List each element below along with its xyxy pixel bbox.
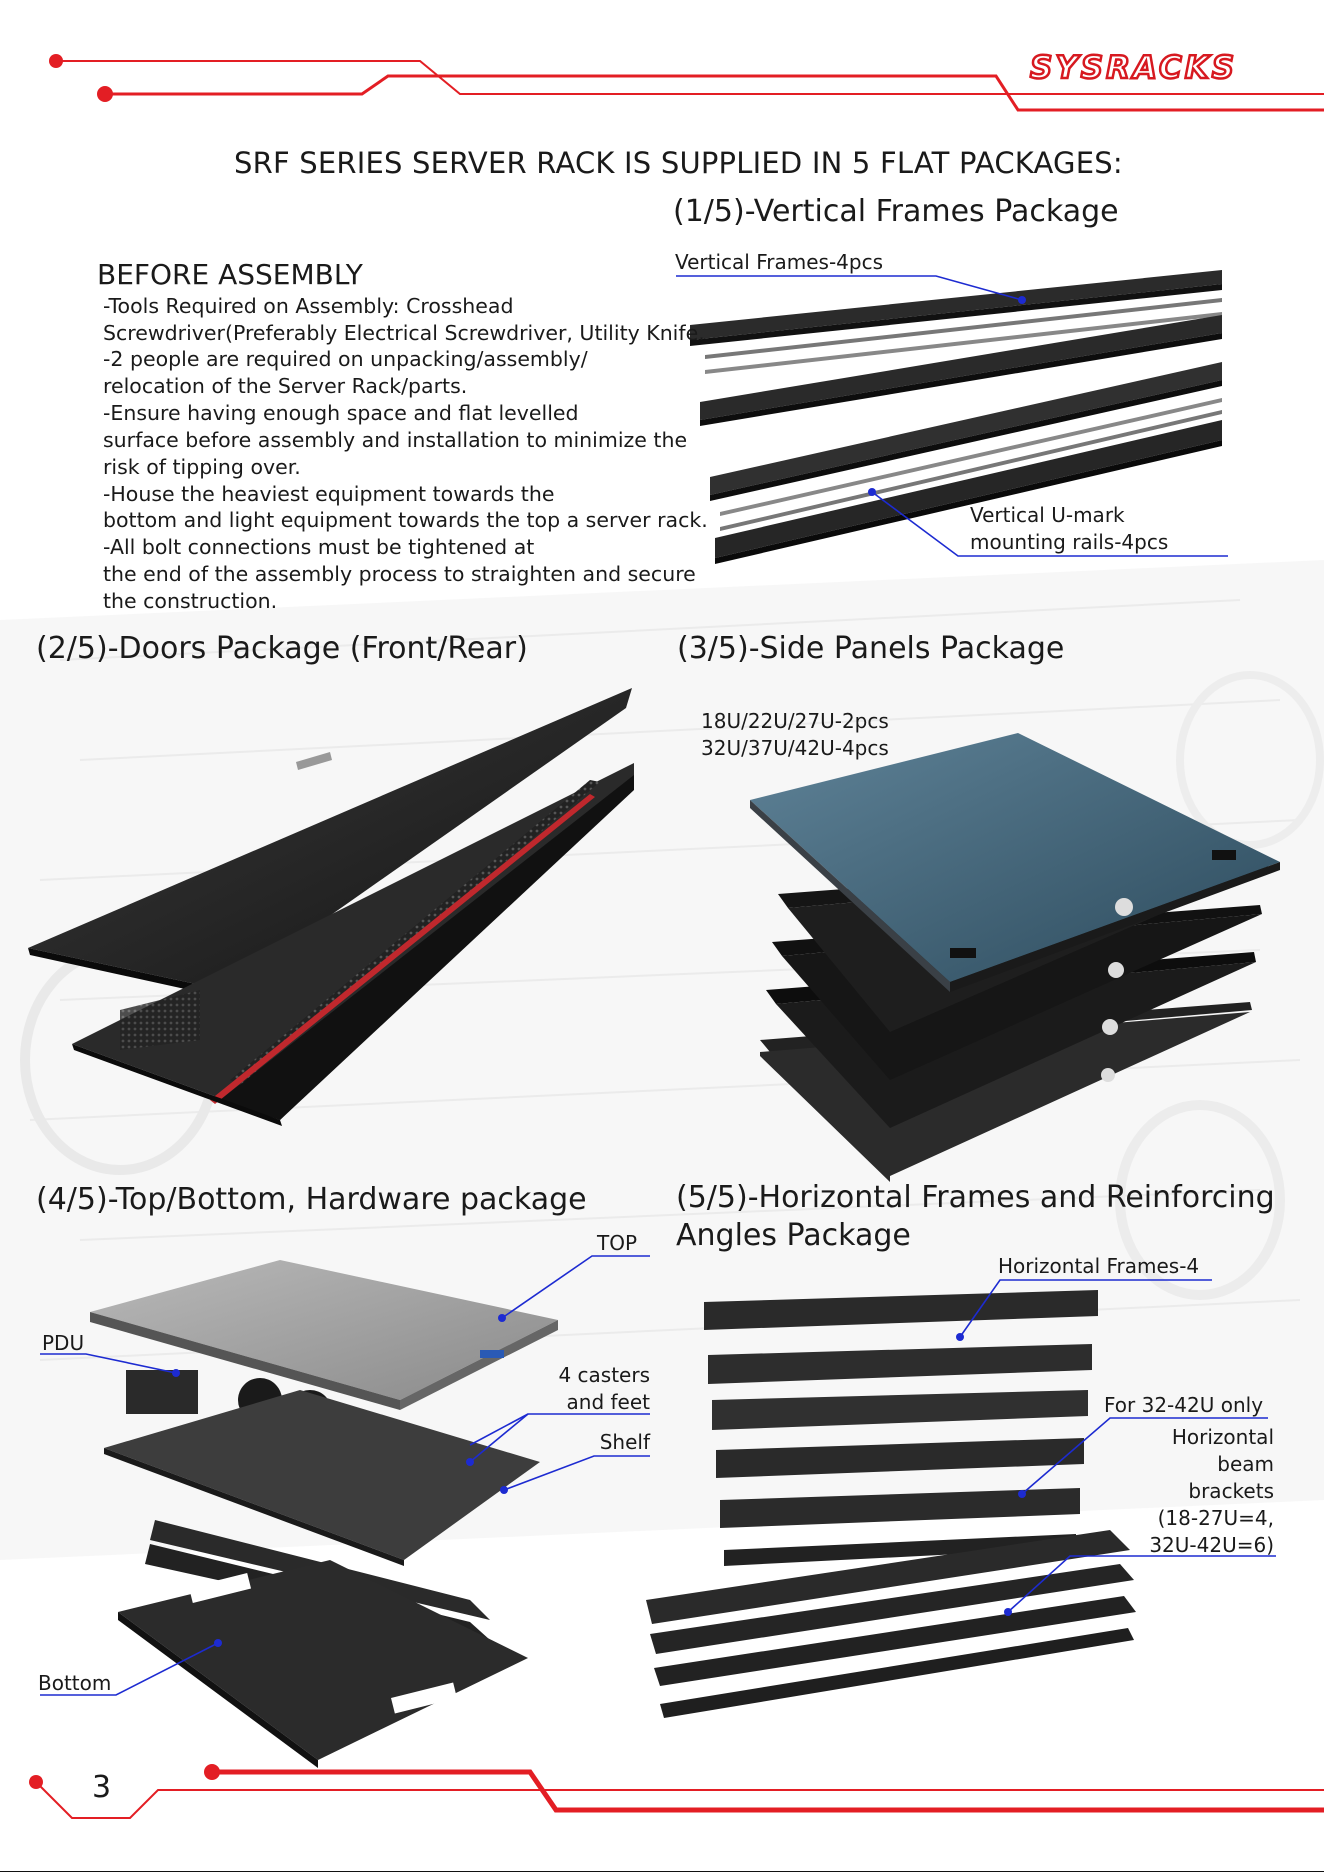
package-4-heading: (4/5)-Top/Bottom, Hardware package	[36, 1182, 587, 1217]
casters-label-line1: 4 casters	[558, 1363, 650, 1387]
casters-label-line2: and feet	[566, 1390, 650, 1414]
page-title: SRF SERIES SERVER RACK IS SUPPLIED IN 5 …	[234, 146, 1123, 180]
horizontal-frames-label: Horizontal Frames-4	[998, 1254, 1200, 1278]
package-1-heading: (1/5)-Vertical Frames Package	[673, 194, 1119, 229]
brackets-label-line: beam	[1217, 1452, 1274, 1476]
header-decoration	[49, 54, 1324, 112]
vertical-frames-illustration	[690, 270, 1222, 564]
package-3-heading: (3/5)-Side Panels Package	[677, 631, 1065, 666]
brackets-label-line: Horizontal	[1171, 1425, 1274, 1449]
hardware-illustration	[90, 1260, 558, 1768]
doors-illustration	[28, 688, 634, 1126]
instruction-line: bottom and light equipment towards the t…	[103, 508, 708, 532]
instruction-line: risk of tipping over.	[103, 455, 301, 479]
page-number: 3	[92, 1770, 112, 1805]
for-32-42u-label: For 32-42U only	[1104, 1393, 1264, 1417]
instruction-line: -2 people are required on unpacking/asse…	[103, 347, 588, 371]
leader-lines	[40, 275, 1276, 1696]
bottom-label: Bottom	[38, 1671, 112, 1695]
side-panels-illustration	[750, 733, 1280, 1182]
instruction-line: the end of the assembly process to strai…	[103, 562, 696, 586]
package-5-heading-line1: (5/5)-Horizontal Frames and Reinforcing	[676, 1180, 1275, 1215]
instruction-line: the construction.	[103, 589, 278, 613]
side-panel-count-line1: 18U/22U/27U-2pcs	[701, 709, 889, 733]
instruction-line: -House the heaviest equipment towards th…	[103, 482, 555, 506]
vertical-rails-label-line2: mounting rails-4pcs	[970, 530, 1169, 554]
instruction-line: relocation of the Server Rack/parts.	[103, 374, 468, 398]
footer-decoration	[0, 1764, 1324, 1872]
instruction-line: -Ensure having enough space and flat lev…	[103, 401, 579, 425]
package-5-heading-line2: Angles Package	[676, 1218, 911, 1253]
package-2-heading: (2/5)-Doors Package (Front/Rear)	[36, 631, 528, 666]
brackets-label-line: (18-27U=4,	[1157, 1506, 1274, 1530]
side-panel-count-line2: 32U/37U/42U-4pcs	[701, 736, 889, 760]
horizontal-frames-illustration	[646, 1290, 1136, 1718]
vertical-frames-label: Vertical Frames-4pcs	[675, 250, 884, 274]
sysracks-logo: SYSRACKS	[1029, 49, 1238, 88]
brackets-label-line: brackets	[1188, 1479, 1274, 1503]
instruction-line: -Tools Required on Assembly: Crosshead	[103, 294, 514, 318]
pdu-label: PDU	[42, 1331, 85, 1355]
brackets-label-line: 32U-42U=6)	[1149, 1533, 1274, 1557]
instruction-line: -All bolt connections must be tightened …	[103, 535, 535, 559]
vertical-rails-label-line1: Vertical U-mark	[970, 503, 1125, 527]
instruction-line: surface before assembly and installation…	[103, 428, 688, 452]
before-assembly-heading: BEFORE ASSEMBLY	[97, 258, 363, 291]
instruction-line: Screwdriver(Preferably Electrical Screwd…	[103, 321, 705, 345]
shelf-label: Shelf	[599, 1430, 650, 1454]
top-label: TOP	[597, 1231, 638, 1255]
